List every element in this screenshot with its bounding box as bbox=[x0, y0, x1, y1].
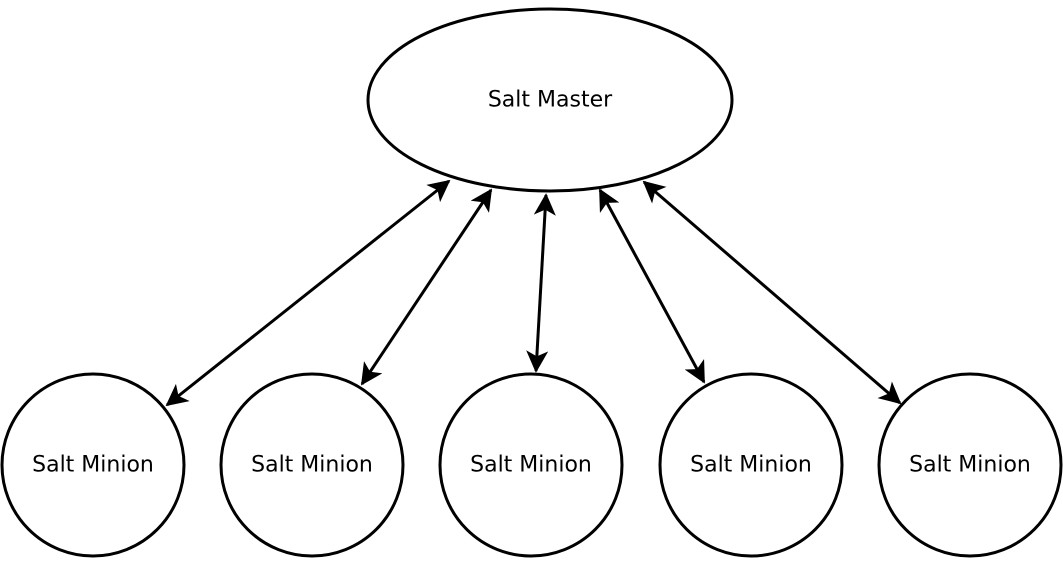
connections bbox=[165, 179, 902, 407]
connection-master-minion-5 bbox=[642, 180, 902, 405]
minion-node-label: Salt Minion bbox=[32, 453, 154, 478]
master-node: Salt Master bbox=[366, 7, 734, 193]
connection-master-minion-1 bbox=[165, 179, 451, 407]
minion-node-label: Salt Minion bbox=[251, 453, 373, 478]
minion-node-3: Salt Minion bbox=[438, 372, 624, 558]
master-node-shape bbox=[366, 7, 734, 193]
connection-master-minion-3 bbox=[526, 193, 556, 373]
minion-node-label: Salt Minion bbox=[690, 453, 812, 478]
connection-master-minion-2 bbox=[360, 188, 493, 386]
minion-node-shape bbox=[0, 372, 186, 558]
minion-node-5: Salt Minion bbox=[877, 372, 1063, 558]
minion-nodes: Salt Minion Salt Minion Salt Minion Salt… bbox=[0, 372, 1063, 558]
minion-node-1: Salt Minion bbox=[0, 372, 186, 558]
minion-node-shape bbox=[438, 372, 624, 558]
minion-node-shape bbox=[219, 372, 405, 558]
minion-node-4: Salt Minion bbox=[658, 372, 844, 558]
minion-node-label: Salt Minion bbox=[909, 453, 1031, 478]
minion-node-shape bbox=[877, 372, 1063, 558]
minion-node-label: Salt Minion bbox=[470, 453, 592, 478]
minion-node-2: Salt Minion bbox=[219, 372, 405, 558]
master-node-label: Salt Master bbox=[488, 88, 613, 113]
minion-node-shape bbox=[658, 372, 844, 558]
